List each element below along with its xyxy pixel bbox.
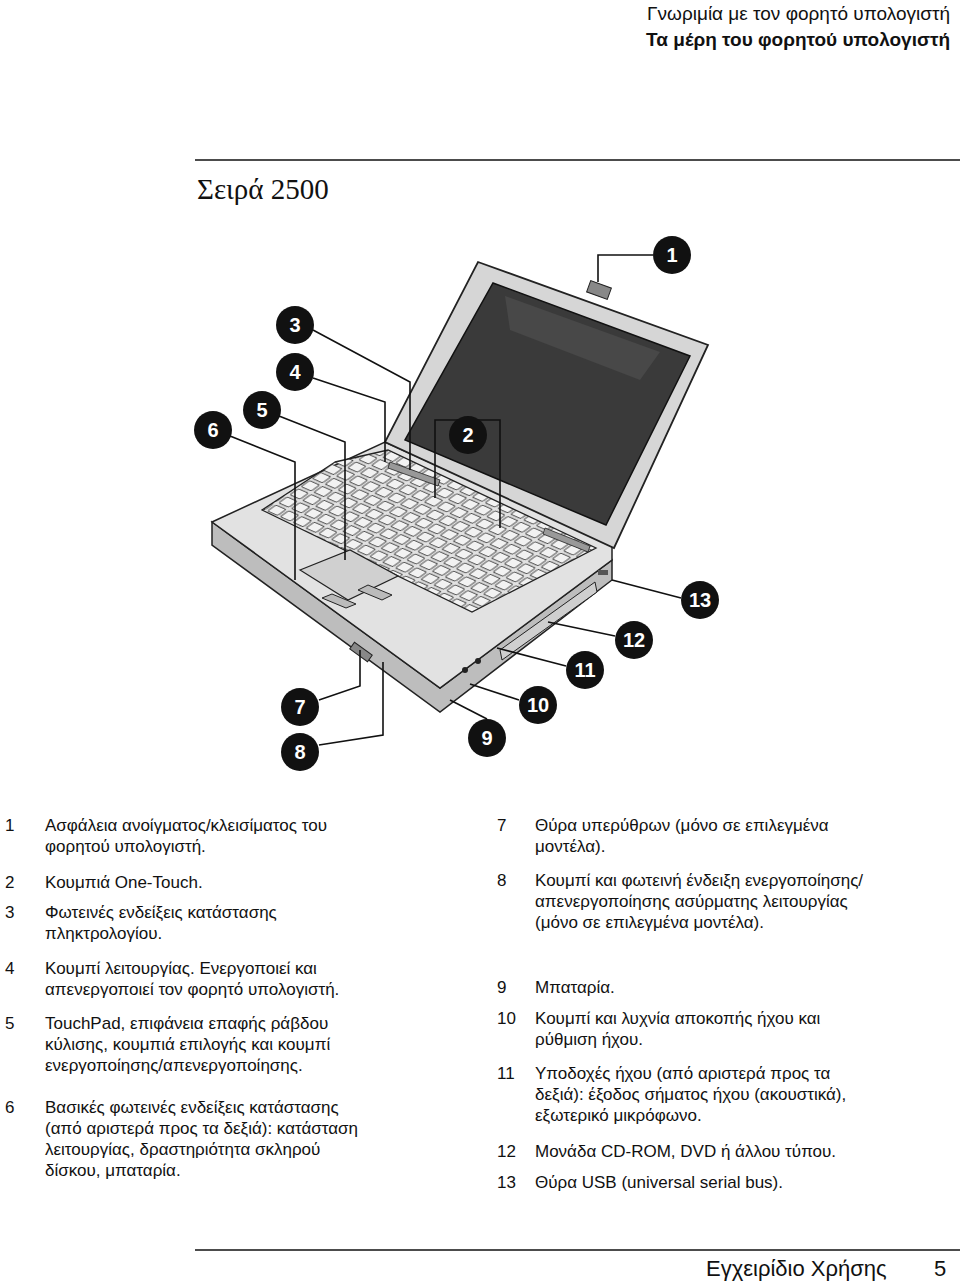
callout-label: 7: [294, 697, 305, 717]
list-number: 1: [5, 815, 14, 836]
callout-label: 1: [666, 245, 677, 265]
ir-port: [350, 642, 373, 661]
page-title: Σειρά 2500: [197, 172, 329, 206]
callout-number: 4: [276, 353, 314, 391]
audio-jack: [475, 658, 481, 664]
touchpad-buttons: [322, 585, 392, 608]
page-footer: 5: [934, 1256, 946, 1282]
callout-number: 8: [281, 733, 319, 771]
list-number: 10: [497, 1008, 516, 1029]
list-text: Θύρα USB (universal serial bus).: [535, 1172, 880, 1193]
list-number: 6: [5, 1097, 14, 1118]
cd-drive: [500, 582, 597, 660]
callout-label: 6: [207, 420, 218, 440]
audio-jack: [462, 667, 468, 673]
callout-number: 7: [281, 688, 319, 726]
callout-label: 9: [481, 728, 492, 748]
list-number: 2: [5, 872, 14, 893]
callout-number: 3: [276, 306, 314, 344]
list-number: 11: [497, 1063, 515, 1084]
callout-number: 5: [243, 391, 281, 429]
list-text: TouchPad, επιφάνεια επαφής ράβδου κύλιση…: [45, 1013, 375, 1076]
rule: [195, 159, 960, 161]
callout-label: 3: [289, 315, 300, 335]
list-text: Κουμπί λειτουργίας. Ενεργοποιεί και απεν…: [45, 958, 375, 1000]
list-number: 4: [5, 958, 14, 979]
screen: [405, 283, 690, 525]
callout-label: 12: [623, 630, 645, 650]
callout-number: 12: [615, 621, 653, 659]
list-text: Κουμπιά One-Touch.: [45, 872, 375, 893]
callout-number: 1: [653, 236, 691, 274]
callout-number: 6: [194, 411, 232, 449]
callout-number: 10: [519, 686, 557, 724]
rule: [195, 1249, 960, 1251]
list-text: Φωτεινές ενδείξεις κατάστασης πληκτρολογ…: [45, 902, 375, 944]
usb-port: [598, 570, 608, 575]
latch: [587, 281, 612, 300]
laptop-lid: [385, 262, 708, 548]
list-text: Βασικές φωτεινές ενδείξεις κατάστασης (α…: [45, 1097, 375, 1181]
callout-label: 2: [462, 425, 473, 445]
page-header: Τα μέρη του φορητού υπολογιστή: [646, 28, 950, 52]
callout-label: 11: [574, 660, 595, 680]
list-number: 8: [497, 870, 506, 891]
list-number: 3: [5, 902, 14, 923]
list-text: Κουμπί και φωτεινή ένδειξη ενεργοποίησης…: [535, 870, 880, 933]
list-text: Ασφάλεια ανοίγματος/κλεισίματος του φορη…: [45, 815, 375, 857]
callout-number: 9: [468, 719, 506, 757]
list-text: Θύρα υπερύθρων (μόνο σε επιλεγμένα μοντέ…: [535, 815, 880, 857]
list-number: 12: [497, 1141, 516, 1162]
callout-label: 13: [689, 590, 711, 610]
list-text: Μονάδα CD-ROM, DVD ή άλλου τύπου.: [535, 1141, 880, 1162]
leader-lines: [230, 255, 681, 745]
callout-number: 2: [449, 416, 487, 454]
callout-number: 11: [566, 651, 604, 689]
callout-label: 8: [294, 742, 305, 762]
callout-label: 5: [256, 400, 267, 420]
list-text: Κουμπί και λυχνία αποκοπής ήχου και ρύθμ…: [535, 1008, 880, 1050]
list-number: 5: [5, 1013, 14, 1034]
callout-label: 10: [527, 695, 549, 715]
list-text: Υποδοχές ήχου (από αριστερά προς τα δεξι…: [535, 1063, 880, 1126]
page-header: Γνωριμία με τον φορητό υπολογιστή: [647, 2, 950, 26]
page-footer: Εγχειρίδιο Χρήσης: [706, 1256, 887, 1282]
callout-number: 13: [681, 581, 719, 619]
list-number: 7: [497, 815, 506, 836]
list-number: 9: [497, 977, 506, 998]
list-number: 13: [497, 1172, 516, 1193]
list-text: Μπαταρία.: [535, 977, 880, 998]
callout-label: 4: [289, 362, 300, 382]
